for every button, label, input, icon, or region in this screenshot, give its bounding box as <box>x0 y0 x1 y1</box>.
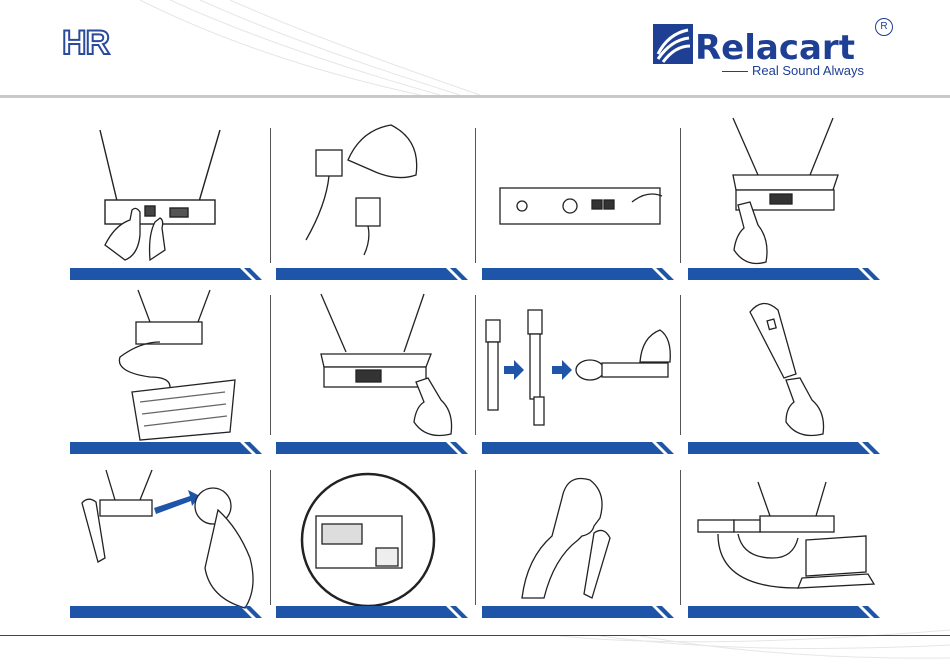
receiver-icon <box>136 290 210 344</box>
column-divider <box>270 295 271 435</box>
column-divider <box>475 128 476 263</box>
receiver-icon <box>500 188 662 224</box>
brand-name: Relacart <box>695 28 855 68</box>
step-2-panel <box>276 110 472 280</box>
step-7-panel <box>482 282 678 452</box>
registered-mark: R <box>875 18 893 36</box>
step-11-panel <box>482 458 678 628</box>
step-6-panel <box>276 282 472 452</box>
step-9-band <box>70 606 266 618</box>
relacart-logo-icon <box>653 24 693 64</box>
footer-divider <box>0 635 950 636</box>
hand-icon <box>786 378 824 436</box>
hand-icon <box>205 510 253 608</box>
receiver-icon <box>100 470 152 516</box>
column-divider <box>680 295 681 435</box>
column-divider <box>270 128 271 263</box>
hand-icon <box>640 330 670 362</box>
header-divider <box>0 95 950 98</box>
microphone-icon <box>584 530 610 598</box>
receiver-icon <box>698 482 834 532</box>
tagline: Real Sound Always <box>752 63 864 78</box>
column-divider <box>680 470 681 605</box>
step-3-band <box>482 268 678 280</box>
step-4-band <box>688 268 884 280</box>
step-10-panel <box>276 458 472 628</box>
step-2-band <box>276 268 472 280</box>
receiver-icon <box>100 130 220 224</box>
model-mark: HR <box>62 24 109 63</box>
step-8-panel <box>688 282 884 452</box>
microphone-icon <box>576 360 668 380</box>
receiver-icon <box>321 294 431 387</box>
laptop-icon <box>798 536 874 588</box>
arrow-right-icon <box>154 490 200 514</box>
step-7-band <box>482 442 678 454</box>
column-divider <box>475 295 476 435</box>
step-4-panel <box>688 110 884 280</box>
column-divider <box>270 470 271 605</box>
receiver-icon <box>302 474 434 606</box>
step-5-band <box>70 442 266 454</box>
step-6-band <box>276 442 472 454</box>
hand-icon <box>414 378 452 436</box>
step-11-band <box>482 606 678 618</box>
step-1-panel <box>70 110 266 280</box>
hand-icon <box>734 202 767 264</box>
hand-icon <box>348 125 417 178</box>
step-3-panel <box>482 110 678 280</box>
receiver-icon <box>733 118 838 210</box>
step-12-panel <box>688 458 884 628</box>
column-divider <box>475 470 476 605</box>
column-divider <box>680 128 681 263</box>
header: HR Relacart R Real Sound Always <box>0 0 950 96</box>
step-9-panel <box>70 458 266 628</box>
step-5-panel <box>70 282 266 452</box>
mixer-icon <box>132 380 235 440</box>
microphone-icon <box>750 303 796 378</box>
step-1-band <box>70 268 266 280</box>
step-10-band <box>276 606 472 618</box>
step-8-band <box>688 442 884 454</box>
tagline-rule <box>722 71 748 72</box>
step-12-band <box>688 606 884 618</box>
